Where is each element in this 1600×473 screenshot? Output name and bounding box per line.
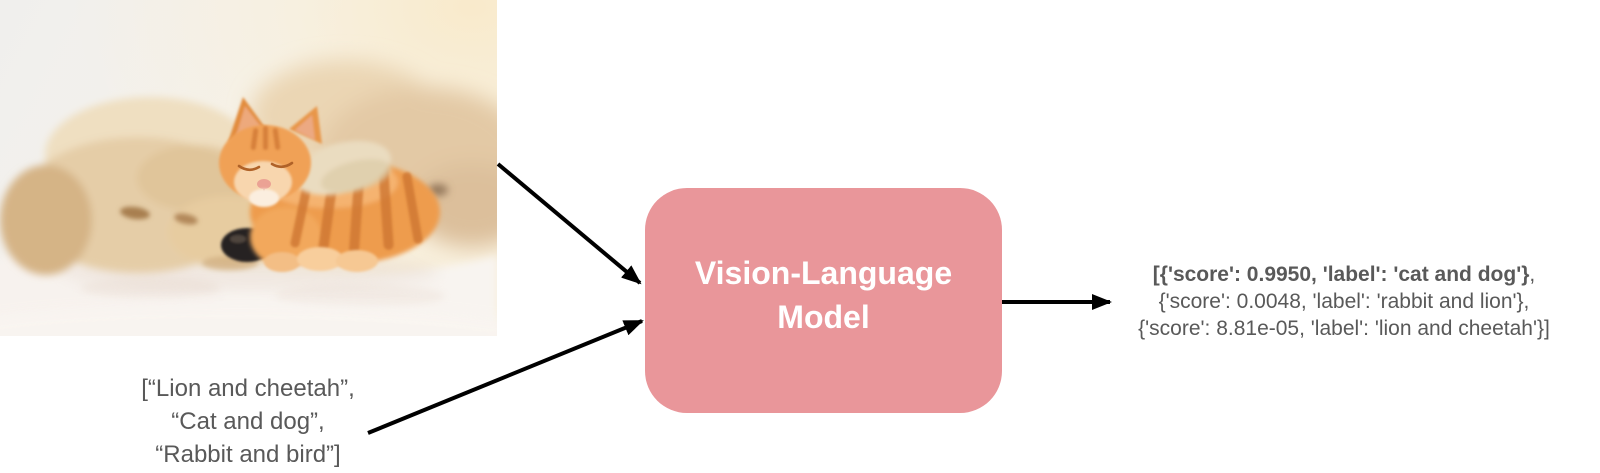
- model-title-line-1: Vision-Language: [694, 254, 953, 291]
- candidate-label-line-2: “Cat and dog”,: [171, 408, 325, 435]
- input-image: [0, 0, 497, 336]
- kitten-closed-eyes: [237, 161, 294, 172]
- output-line-1-tail: ,: [1529, 263, 1536, 286]
- output-line-1-bold: [{'score': 0.9950, 'label': 'cat and dog…: [1152, 263, 1530, 286]
- output-line-2: {'score': 0.0048, 'label': 'rabbit and l…: [1158, 290, 1530, 313]
- kitten-paws: [264, 247, 378, 272]
- candidate-labels-text: [“Lion and cheetah”, “Cat and dog”, “Rab…: [100, 372, 396, 471]
- dog-ear-over-kitten: [293, 140, 392, 196]
- arrow-labels-to-model: [367, 319, 644, 435]
- vision-language-model-box: Vision-Language Model: [645, 188, 1002, 413]
- dog-and-kitten-photo: [0, 0, 497, 336]
- arrow-image-to-model: [496, 162, 642, 285]
- model-box-label: Vision-Language Model: [695, 251, 952, 339]
- candidate-label-line-1: [“Lion and cheetah”,: [141, 375, 355, 402]
- model-title-line-2: Model: [777, 298, 870, 335]
- output-line-1: [{'score': 0.9950, 'label': 'cat and dog…: [1078, 261, 1600, 288]
- candidate-label-line-3: “Rabbit and bird”]: [155, 441, 341, 468]
- kitten-figure: [219, 97, 440, 272]
- kitten-nose: [257, 179, 271, 189]
- output-scores-text: [{'score': 0.9950, 'label': 'cat and dog…: [1078, 261, 1600, 342]
- output-line-3: {'score': 8.81e-05, 'label': 'lion and c…: [1138, 317, 1550, 340]
